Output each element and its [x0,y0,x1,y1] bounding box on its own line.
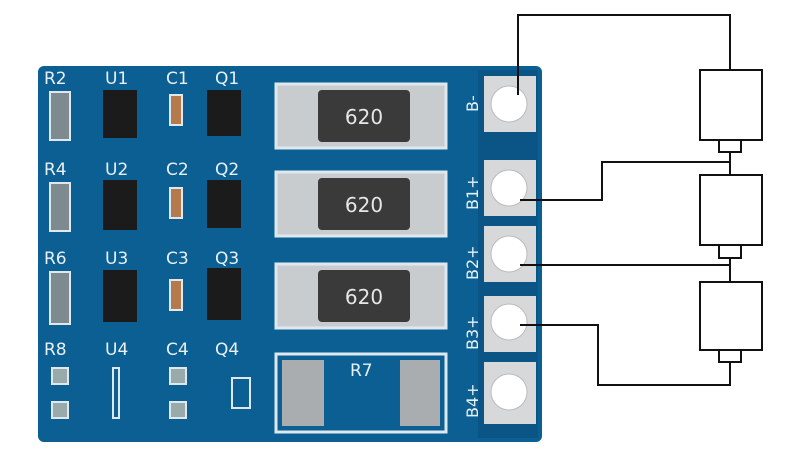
resistor-value: 620 [345,285,383,309]
wire-b-minus [517,14,731,95]
resistor-r6 [49,271,71,325]
ic-u3 [103,270,137,322]
label-q4: Q4 [215,340,239,360]
label-u4: U4 [105,340,128,360]
ic-u2 [103,180,137,230]
transistor-q3 [207,268,241,320]
pad-c4-top [169,367,187,385]
row-3: R6 U3 C3 Q3 [44,249,241,325]
pad-r8-bottom [51,401,69,419]
r7-pad-right [400,360,440,426]
label-r6: R6 [44,249,67,269]
ic-u1 [103,90,137,138]
wire-b3-plus [520,324,731,386]
label-c3: C3 [166,249,189,269]
power-resistor-3: 620 [274,262,448,330]
label-q1: Q1 [215,69,239,89]
row-4: R8 U4 C4 Q4 [44,340,251,419]
battery-cells [699,69,763,363]
resistor-body [318,270,410,322]
pad-c4-bottom [169,401,187,419]
u4-outline [112,367,120,419]
pad-label-b4-plus: B4+ [463,383,482,418]
resistor-value: 620 [345,193,383,217]
pad-b1-plus: B1+ [463,160,536,216]
pcb-board [38,66,542,442]
label-u1: U1 [105,69,128,89]
transistor-q1 [207,90,241,136]
label-q3: Q3 [215,249,239,269]
label-c1: C1 [166,69,189,89]
row-2: R4 U2 C2 Q2 [44,160,241,232]
pad-hole [490,303,528,341]
pad-label-b2-plus: B2+ [463,245,482,280]
resistor-r7: R7 [274,352,448,434]
pad-hole [490,85,528,123]
q4-outline [231,377,251,409]
capacitor-c3 [169,279,183,311]
pad-b4-plus: B4+ [463,362,536,424]
battery-cell-3 [699,281,763,351]
pad-hole [490,169,528,207]
label-r7: R7 [350,361,373,381]
wire-b1-plus [520,161,730,201]
wiring [517,14,731,386]
pad-b2-plus: B2+ [463,226,536,282]
capacitor-c1 [169,94,183,126]
pad-hole [490,373,528,411]
row-1: R2 U1 C1 Q1 [44,69,241,141]
capacitor-c2 [169,187,183,219]
resistor-r4 [49,182,71,232]
power-resistor-2: 620 [274,170,448,238]
resistor-r2 [49,91,71,141]
r7-outline [274,352,448,434]
battery-cell-2-terminal [718,244,742,259]
label-u2: U2 [105,160,128,180]
label-c2: C2 [166,160,189,180]
label-r4: R4 [44,160,67,180]
r7-pad-left [282,360,324,426]
pad-label-b-minus: B- [463,95,482,112]
resistor-body [318,90,410,142]
label-u3: U3 [105,249,128,269]
battery-cell-3-terminal [718,349,742,363]
pad-hole [490,235,528,273]
pad-r8-top [51,367,69,385]
label-r2: R2 [44,69,67,89]
component-rows: R2 U1 C1 Q1 R4 U2 C2 Q2 R6 U3 C3 Q3 [44,69,251,419]
battery-cell-1-terminal [718,139,742,153]
resistor-value: 620 [345,105,383,129]
pad-label-b3-plus: B3+ [463,315,482,350]
transistor-q2 [207,180,241,228]
label-r8: R8 [44,340,67,360]
battery-cell-2 [699,174,763,246]
pad-b-minus: B- [463,76,536,132]
pad-label-b1-plus: B1+ [463,175,482,210]
label-c4: C4 [166,340,189,360]
battery-cell-1 [699,69,763,141]
label-q2: Q2 [215,160,239,180]
power-resistors: 620 620 620 R7 [274,82,448,434]
power-resistor-1: 620 [274,82,448,150]
resistor-body [318,178,410,230]
